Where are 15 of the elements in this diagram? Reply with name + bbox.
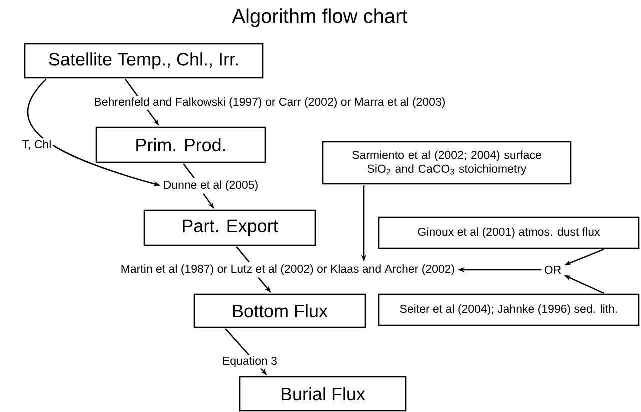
edge-label: Behrenfeld and Falkowski (1997) or Carr (2002) or Marra et al (2003) <box>92 96 448 110</box>
process-box: Prim. Prod. <box>96 126 266 164</box>
process-box: Sarmiento et al (2002; 2004) surface SiO$_{2}$ and CaCO$_{3}$ stoichiometry <box>322 141 572 185</box>
edge-label: T, Chl <box>20 138 54 152</box>
process-box: Ginoux et al (2001) atmos. dust flux <box>378 216 640 250</box>
process-box: Seiter et al (2004); Jahnke (1996) sed. lith. <box>378 294 640 326</box>
process-box: Burial Flux <box>239 376 407 412</box>
process-box: Bottom Flux <box>194 294 366 328</box>
process-box: Part. Export <box>144 210 316 246</box>
node-text: Martin et al (1987) or Lutz et al (2002) or Klaas and Archer (2002) <box>122 264 454 276</box>
title: Algorithm flow chart <box>232 8 408 28</box>
process-box: Satellite Temp., Chl., Irr. <box>24 43 264 79</box>
node-text: Dunne et al (2005) <box>164 180 258 192</box>
node-text: OR <box>544 266 562 274</box>
edge-label: Equation 3 <box>221 355 279 369</box>
